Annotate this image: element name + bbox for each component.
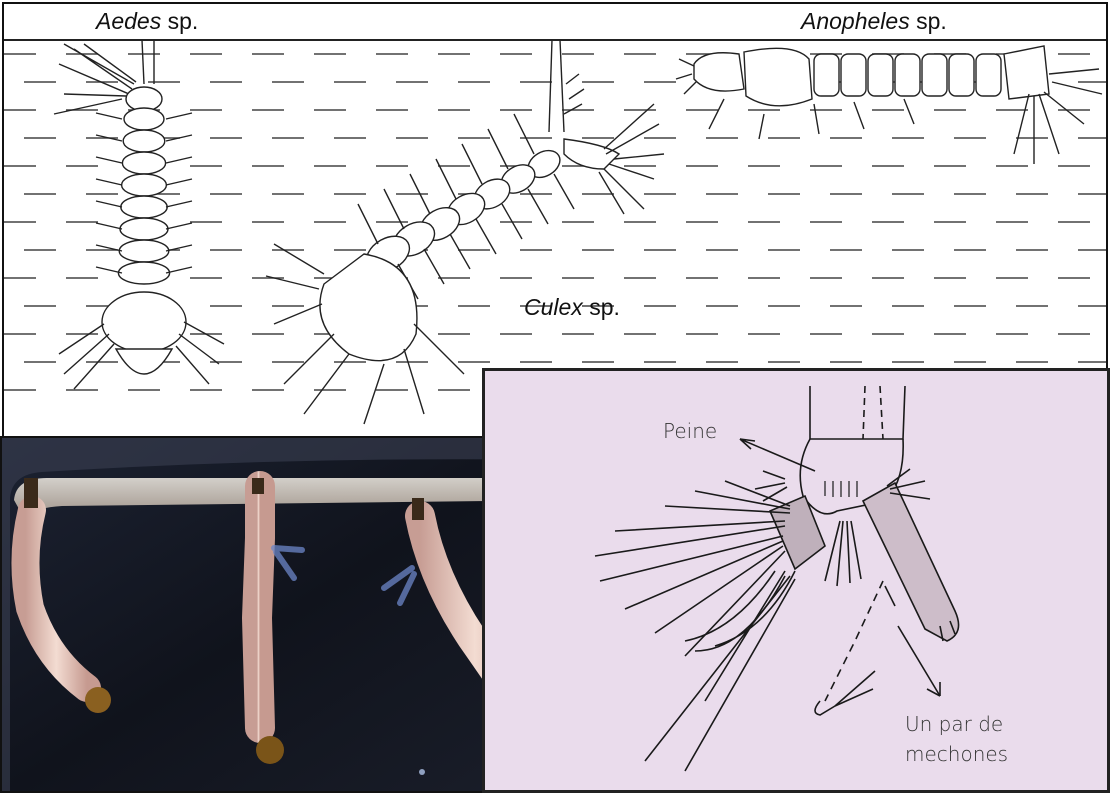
mechones-label-line1: Un par de (905, 709, 1008, 739)
peine-label: Peine (663, 419, 717, 443)
siphon-detail-panel: Peine Un par de mechones (482, 368, 1110, 793)
photo-larva-middle (257, 486, 260, 728)
anopheles-larva-drawing (676, 46, 1102, 164)
aedes-species-label: Aedes sp. (96, 8, 198, 35)
anopheles-species-label: Anopheles sp. (801, 8, 947, 35)
aedes-larva-drawing (54, 40, 224, 389)
mechones-label-line2: mechones (905, 739, 1008, 769)
culex-species-label: Culex sp. (524, 294, 620, 321)
culex-larva-drawing (266, 40, 664, 424)
mechones-label: Un par de mechones (905, 709, 1008, 769)
siphon-detail-drawing (485, 371, 1107, 790)
